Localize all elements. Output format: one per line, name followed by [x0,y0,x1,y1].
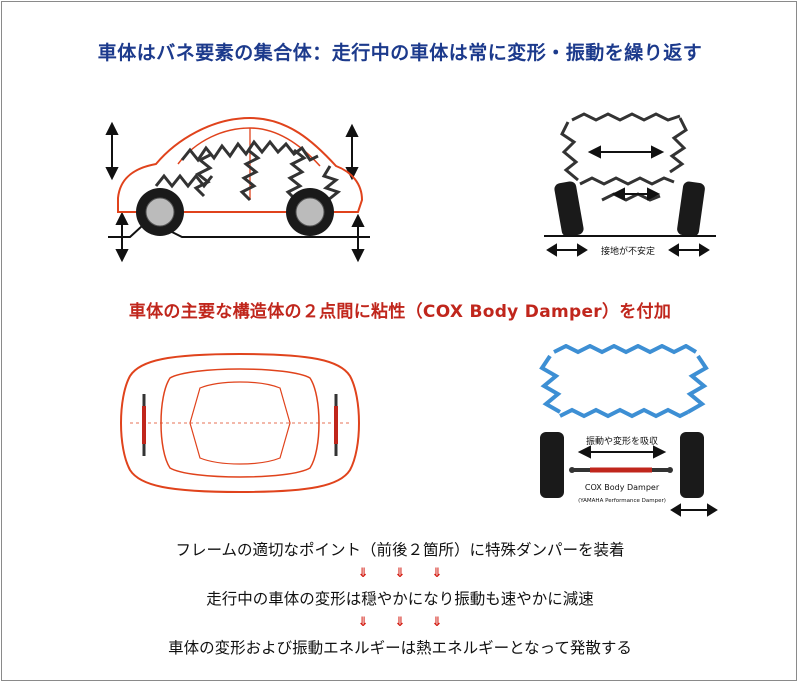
vertical-arrow-icon [105,121,365,263]
headline-damper: 車体の主要な構造体の２点間に粘性（COX Body Damper）を付加 [128,302,672,322]
tyre-icon [540,432,704,498]
damper-name-label: COX Body Damper [585,483,660,492]
top-view-car-illustration [120,352,360,494]
damper-icon [569,467,673,473]
flow-step-2: 走行中の車体の変形は穏やかになり振動も速やかに減速 [206,590,594,608]
damper-sub-label: (YAMAHA Performance Damper) [578,498,666,504]
down-arrow-icon: ⇓ [394,615,406,630]
absorb-label: 振動や変形を吸収 [586,435,658,447]
rear-view-damper-illustration: 振動や変形を吸収 COX Body Damper (YAMAHA Perform… [539,344,718,517]
tyre-icon [554,181,705,237]
headline-spring-body: 車体はバネ要素の集合体：走行中の車体は常に変形・振動を繰り返す [97,42,703,64]
unstable-grip-label: 接地が不安定 [601,245,655,257]
down-arrow-icon: ⇓ [431,566,443,581]
flow-step-3: 車体の変形および振動エネルギーは熱エネルギーとなって発散する [168,639,632,657]
down-arrow-icon: ⇓ [431,615,443,630]
rear-view-deform-illustration: 接地が不安定 [544,112,716,257]
side-car-spring-illustration [105,116,370,263]
down-arrow-icon: ⇓ [357,615,369,630]
damper-icon [142,394,338,456]
flow-arrows-1: ⇓ ⇓ ⇓ [0,566,800,581]
flow-step-1: フレームの適切なポイント（前後２箇所）に特殊ダンパーを装着 [175,541,625,559]
down-arrow-icon: ⇓ [357,566,369,581]
flow-arrows-2: ⇓ ⇓ ⇓ [0,615,800,630]
down-arrow-icon: ⇓ [394,566,406,581]
wheel-icon [136,188,334,236]
